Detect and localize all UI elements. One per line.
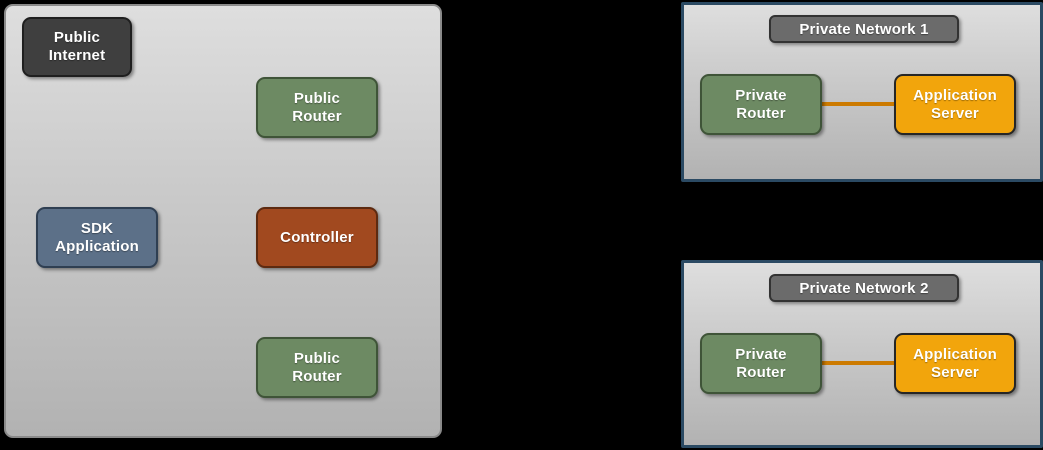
node-controller[interactable]: Controller [256, 207, 378, 268]
node-public-internet[interactable]: Public Internet [22, 17, 132, 77]
private-network-2-badge-label: Private Network 2 [799, 279, 929, 297]
node-public-internet-label: Public Internet [48, 29, 106, 64]
connector-private-network-1 [820, 102, 896, 106]
node-private-router-2-label: Private Router [735, 345, 787, 381]
node-public-router-top[interactable]: Public Router [256, 77, 378, 138]
node-public-router-bottom[interactable]: Public Router [256, 337, 378, 398]
node-application-server-2-label: Application Server [913, 345, 997, 381]
node-application-server-1[interactable]: Application Server [894, 74, 1016, 135]
node-public-router-bottom-label: Public Router [292, 349, 342, 385]
connector-private-network-2 [820, 361, 896, 365]
node-controller-label: Controller [280, 228, 354, 246]
node-public-router-top-label: Public Router [292, 89, 342, 125]
node-sdk-application-label: SDK Application [55, 219, 139, 255]
node-sdk-application[interactable]: SDK Application [36, 207, 158, 268]
private-network-2-badge: Private Network 2 [769, 274, 959, 302]
private-network-2-panel: Private Network 2 Private Router Applica… [681, 260, 1043, 448]
node-private-router-1[interactable]: Private Router [700, 74, 822, 135]
node-application-server-1-label: Application Server [913, 86, 997, 122]
private-network-1-panel: Private Network 1 Private Router Applica… [681, 2, 1043, 182]
node-application-server-2[interactable]: Application Server [894, 333, 1016, 394]
node-private-router-2[interactable]: Private Router [700, 333, 822, 394]
public-internet-zone-panel: Public Internet Public Router SDK Applic… [4, 4, 442, 438]
private-network-1-badge: Private Network 1 [769, 15, 959, 43]
private-network-1-badge-label: Private Network 1 [799, 20, 929, 38]
node-private-router-1-label: Private Router [735, 86, 787, 122]
